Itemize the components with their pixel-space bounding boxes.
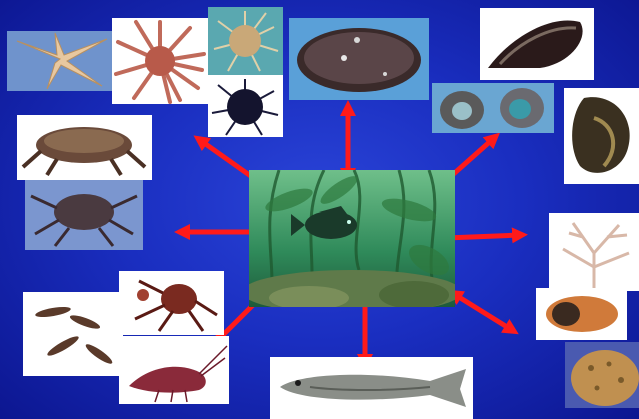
red-shrimp-icon — [119, 336, 229, 404]
small-crab-icon — [119, 271, 224, 335]
turban-snails-icon — [432, 83, 554, 133]
abalone-shell-photo — [289, 18, 429, 100]
black-sea-urchin-photo — [208, 75, 283, 137]
dungeness-crab-photo — [25, 180, 143, 250]
center-kelp-forest-photo — [249, 170, 455, 307]
red-rock-crab-icon — [17, 115, 152, 180]
mussel-shell-photo — [480, 8, 594, 80]
dungeness-crab-icon — [25, 180, 143, 250]
red-rock-crab-photo — [17, 115, 152, 180]
sunflower-sea-star-photo — [112, 18, 208, 104]
gorgonian-coral-photo — [549, 213, 639, 291]
sponge-photo — [565, 342, 639, 408]
sunflower-sea-star-icon — [112, 18, 208, 104]
red-shrimp-photo — [119, 336, 229, 404]
whelk-snail-photo — [564, 88, 639, 184]
shrimps-icon — [23, 292, 123, 376]
whelk-snail-icon — [564, 88, 639, 184]
starfish-photo — [7, 31, 113, 91]
sponge-icon — [565, 342, 639, 408]
goby-fish-photo — [270, 357, 473, 419]
mussel-shell-icon — [480, 8, 594, 80]
orange-sea-squirt-icon — [536, 288, 627, 340]
gorgonian-coral-icon — [549, 213, 639, 291]
orange-sea-squirt-photo — [536, 288, 627, 340]
small-crab-photo — [119, 271, 224, 335]
shrimps-photo — [23, 292, 123, 376]
goby-fish-icon — [270, 357, 473, 419]
arrow-to-sponge — [454, 294, 512, 330]
starfish-icon — [7, 31, 113, 91]
black-sea-urchin-icon — [208, 75, 283, 137]
pale-sea-urchin-photo — [208, 7, 283, 75]
abalone-shell-icon — [289, 18, 429, 100]
kelp-forest-fish-icon — [249, 170, 455, 307]
pale-sea-urchin-icon — [208, 7, 283, 75]
arrow-to-coral — [446, 235, 520, 238]
turban-snails-photo — [432, 83, 554, 133]
